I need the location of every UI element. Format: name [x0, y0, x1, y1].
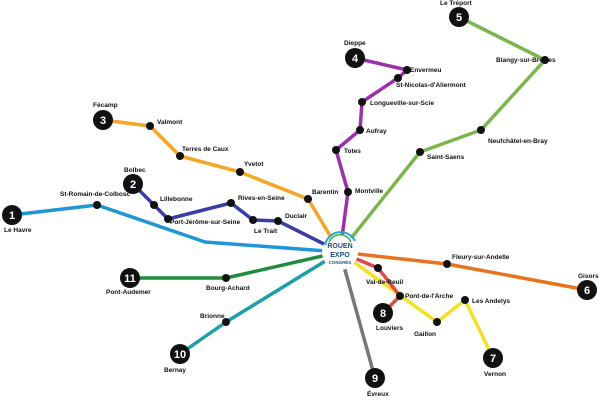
hub-text: EXPO: [330, 252, 350, 259]
terminus-label: Gisors: [578, 273, 599, 280]
stop-label: Brionne: [200, 313, 225, 320]
hub-text: CONGRÈS: [329, 258, 352, 265]
stop-label: Totes: [344, 148, 361, 155]
terminus-label: Bolbec: [124, 167, 146, 174]
stop-label: Fleury-sur-Andelle: [452, 254, 510, 261]
terminus-label: Fécamp: [93, 102, 118, 109]
line-number: 2: [130, 179, 136, 191]
stop-dot: [416, 148, 424, 156]
stop-label: Aufray: [366, 128, 387, 135]
line-number: 6: [584, 285, 590, 297]
stop-dot: [374, 264, 382, 272]
stop-label: St-Romain-de-Colbosc: [60, 191, 130, 198]
stop-label: Duclair: [285, 213, 308, 220]
stop-dot: [358, 98, 366, 106]
stop-label: Bourg-Achard: [206, 285, 250, 292]
terminus-label: Le Havre: [4, 227, 32, 234]
line-number: 9: [372, 373, 378, 385]
line-3-route: [102, 118, 342, 253]
stop-dot: [433, 318, 441, 326]
stop-label: St-Nicolas-d'Aliermont: [396, 82, 467, 89]
stop-label: Le Trait: [254, 228, 278, 235]
stop-dot: [176, 152, 184, 160]
stop-dot: [443, 260, 451, 268]
terminus-label: Dieppe: [344, 40, 366, 47]
line-1-badge: 1: [2, 205, 22, 225]
terminus-label: Évreux: [367, 389, 389, 398]
stop-dot: [344, 188, 352, 196]
line-number: 8: [380, 308, 386, 320]
stop-label: Blangy-sur-Bresles: [496, 57, 556, 64]
stop-dot: [304, 195, 312, 203]
stop-dot: [222, 318, 230, 326]
line-1-route: [11, 203, 341, 254]
line-11-badge: 11: [120, 268, 140, 288]
line-6-badge: 6: [577, 280, 597, 300]
stop-dot: [222, 274, 230, 282]
line-2-route: [131, 182, 341, 254]
stop-dot: [93, 201, 101, 209]
terminus-label: Louviers: [376, 325, 403, 332]
stop-dot: [477, 126, 485, 134]
stop-label: Yvetot: [244, 161, 264, 168]
stop-label: Port-Jérôme-sur-Seine: [170, 219, 240, 226]
terminus-label: Pont-Audemer: [106, 289, 151, 296]
stop-dot: [332, 146, 340, 154]
hub-text: ROUEN: [327, 243, 352, 250]
line-number: 3: [100, 115, 106, 127]
line-5-badge: 5: [449, 7, 469, 27]
stop-dot: [461, 296, 469, 304]
stop-label: Saint-Saens: [427, 154, 465, 161]
terminus-label: Le Tréport: [440, 0, 473, 7]
terminus-label: Vernon: [484, 371, 506, 378]
stop-dot: [356, 126, 364, 134]
line-7-route: [338, 250, 495, 359]
stop-label: Barentin: [312, 189, 338, 196]
terminus-label: Bernay: [164, 367, 186, 374]
stop-label: Terres de Caux: [182, 146, 229, 153]
stop-label: Les Andelys: [472, 298, 510, 305]
line-11-route: [130, 250, 341, 280]
stop-label: Lillebonne: [160, 196, 193, 203]
line-3-badge: 3: [93, 110, 113, 130]
stop-label: Valmont: [157, 119, 183, 126]
stop-label: Envermeu: [410, 67, 441, 74]
line-number: 1: [9, 210, 15, 222]
stop-label: Montville: [355, 188, 384, 195]
line-8-badge: 8: [373, 303, 393, 323]
line-number: 11: [124, 273, 136, 285]
line-9-route: [338, 251, 377, 379]
stop-dot: [164, 215, 172, 223]
stop-label: Gaillon: [414, 331, 436, 338]
stop-dot: [541, 56, 549, 64]
line-7-badge: 7: [483, 348, 503, 368]
line-10-badge: 10: [170, 344, 190, 364]
line-9-badge: 9: [365, 368, 385, 388]
stop-dot: [227, 199, 235, 207]
line-number: 7: [490, 353, 496, 365]
stop-dot: [146, 122, 154, 130]
line-8-route: [339, 250, 402, 315]
stop-label: Val-de-Reuil: [366, 279, 403, 286]
stop-label: Longueville-sur-Scie: [370, 100, 434, 107]
line-10-route: [179, 250, 341, 356]
stop-label: Neufchâtel-en-Bray: [488, 138, 548, 145]
line-number: 5: [456, 12, 462, 24]
stop-dot: [236, 168, 244, 176]
line-4-badge: 4: [345, 48, 365, 68]
line-number: 10: [174, 349, 186, 361]
stop-label: Rives-en-Seine: [238, 195, 285, 202]
line-2-badge: 2: [123, 174, 143, 194]
stop-dot: [249, 216, 257, 224]
stop-dot: [403, 66, 411, 74]
stop-dot: [274, 217, 282, 225]
stop-dot: [396, 292, 404, 300]
stop-dot: [394, 74, 402, 82]
line-number: 4: [352, 53, 359, 65]
stop-label: Pont-de-l'Arche: [405, 293, 454, 300]
stop-dot: [150, 201, 158, 209]
